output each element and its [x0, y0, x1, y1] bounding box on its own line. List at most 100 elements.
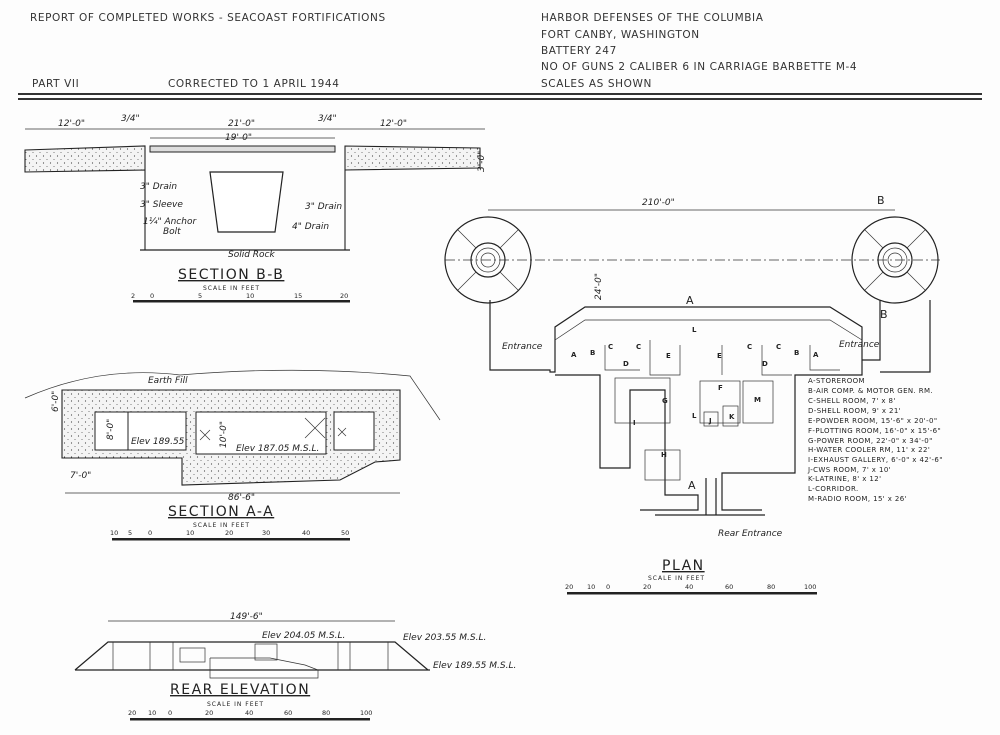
- scale-tick: 20: [225, 529, 233, 537]
- harbor-defenses: HARBOR DEFENSES OF THE COLUMBIA: [541, 12, 764, 24]
- room-label: C: [747, 343, 752, 351]
- section-mark-b-top: B: [877, 194, 885, 207]
- elev-203-55: Elev 203.55 M.S.L.: [403, 633, 486, 643]
- scale-tick: 20: [643, 583, 651, 591]
- room-label: C: [776, 343, 781, 351]
- rear-elevation-title: REAR ELEVATION: [170, 682, 310, 698]
- scale-tick: 5: [128, 529, 132, 537]
- room-label: E: [717, 352, 722, 360]
- part-number: PART VII: [32, 78, 80, 90]
- section-mark-a-bottom: A: [688, 479, 696, 492]
- corrected-date: CORRECTED TO 1 APRIL 1944: [168, 78, 340, 90]
- scale-tick: 10: [110, 529, 118, 537]
- scale-tick: 40: [302, 529, 310, 537]
- legend-item: K-LATRINE, 8' x 12': [808, 475, 881, 483]
- room-label: C: [608, 343, 613, 351]
- plan-scale-bar: 20 10 0 20 40 60 80 100: [565, 583, 817, 595]
- rear-elevation-scale-label: SCALE IN FEET: [207, 701, 264, 708]
- note-bolt: Bolt: [163, 227, 181, 237]
- scale-tick: 0: [606, 583, 610, 591]
- room-label: D: [623, 360, 629, 368]
- dim-3-4-left: 3/4": [121, 114, 140, 124]
- dim-21ft: 21'-0": [228, 119, 255, 129]
- plan-scale-label: SCALE IN FEET: [648, 575, 705, 582]
- note-earth-fill: Earth Fill: [148, 376, 188, 386]
- legend-item: D-SHELL ROOM, 9' x 21': [808, 407, 901, 415]
- note-solid-rock: Solid Rock: [228, 250, 276, 260]
- room-label: D: [762, 360, 768, 368]
- room-label: E: [666, 352, 671, 360]
- dim-19ft: 19'-0": [225, 133, 252, 143]
- legend-item: F-PLOTTING ROOM, 16'-0" x 15'-6": [808, 427, 941, 435]
- room-label: C: [636, 343, 641, 351]
- legend-item: H-WATER COOLER RM, 11' x 22': [808, 446, 930, 454]
- dim-6ft: 6'-0": [51, 391, 61, 412]
- rear-elevation-scale-bar: 20 10 0 20 40 60 80 100: [128, 709, 372, 721]
- room-label: A: [813, 351, 819, 359]
- section-bb-scale-label: SCALE IN FEET: [203, 285, 260, 292]
- note-anchor: 1¼" Anchor: [143, 217, 197, 227]
- room-label: A: [571, 351, 577, 359]
- section-bb: 12'-0" 3/4" 21'-0" 19'-0" 3/4" 12'-0" 3'…: [24, 114, 487, 303]
- scale-tick: 10: [148, 709, 156, 717]
- dim-3ft: 3'-0": [477, 151, 487, 172]
- legend-item: B-AIR COMP. & MOTOR GEN. RM.: [808, 387, 933, 395]
- room-label: G: [662, 397, 668, 405]
- plan: 210'-0" 24'-0" B B A A Entrance Entrance…: [444, 194, 940, 595]
- note-drain: 3" Drain: [140, 182, 177, 192]
- gun-emplacement-left: [444, 216, 532, 304]
- dim-7ft: 7'-0": [70, 471, 91, 481]
- elev-189-55: Elev 189.55 M.S.L.: [433, 661, 516, 671]
- legend-item: I-EXHAUST GALLERY, 6'-0" x 42'-6": [808, 456, 943, 464]
- legend-item: G-POWER ROOM, 22'-0" x 34'-0": [808, 437, 933, 445]
- scale-tick: 60: [284, 709, 292, 717]
- room-label: M: [754, 396, 761, 404]
- room-label: J: [708, 417, 712, 425]
- scale-tick: 5: [198, 292, 202, 300]
- label-entrance-left: Entrance: [502, 342, 543, 352]
- elev-189-55: Elev 189.55: [131, 437, 185, 447]
- room-label: L: [692, 412, 697, 420]
- gun-emplacement-right: [851, 216, 939, 304]
- scale-tick: 80: [767, 583, 775, 591]
- section-aa-scale-label: SCALE IN FEET: [193, 522, 250, 529]
- room-label: H: [661, 451, 667, 459]
- header-rule-top: [18, 93, 982, 95]
- dim-12ft-right: 12'-0": [380, 119, 407, 129]
- battery-number: BATTERY 247: [541, 45, 617, 57]
- scale-tick: 100: [360, 709, 372, 717]
- room-label: B: [590, 349, 595, 357]
- scale-tick: 0: [148, 529, 152, 537]
- scale-tick: 30: [262, 529, 270, 537]
- scale-tick: 0: [168, 709, 172, 717]
- dim-24ft: 24'-0": [594, 273, 604, 300]
- dim-86ft: 86'-6": [228, 493, 255, 503]
- label-entrance-right: Entrance: [839, 340, 880, 350]
- dim-3-4-right: 3/4": [318, 114, 337, 124]
- room-label: B: [794, 349, 799, 357]
- scale-tick: 40: [245, 709, 253, 717]
- scale-tick: 40: [685, 583, 693, 591]
- scale-tick: 10: [587, 583, 595, 591]
- section-bb-title: SECTION B-B: [178, 267, 284, 283]
- scale-tick: 10: [246, 292, 254, 300]
- room-label: F: [718, 384, 723, 392]
- report-title: REPORT OF COMPLETED WORKS - SEACOAST FOR…: [30, 12, 386, 24]
- room-labels: A B C C D E L E C C D B A F G M L J K I: [571, 326, 819, 459]
- room-label: K: [729, 413, 735, 421]
- note-sleeve: 3" Sleeve: [140, 200, 183, 210]
- scale-tick: 50: [341, 529, 349, 537]
- elev-187-05: Elev 187.05 M.S.L.: [236, 444, 319, 454]
- legend-item: E-POWDER ROOM, 15'-6" x 20'-0": [808, 417, 938, 425]
- room-label: I: [633, 419, 636, 427]
- scale-tick: 10: [186, 529, 194, 537]
- legend-item: C-SHELL ROOM, 7' x 8': [808, 397, 896, 405]
- scale-tick: 100: [804, 583, 816, 591]
- scale-tick: 60: [725, 583, 733, 591]
- dim-12ft-left: 12'-0": [58, 119, 85, 129]
- scale-tick: 0: [150, 292, 154, 300]
- scale-tick: 2: [131, 292, 135, 300]
- dim-210ft: 210'-0": [642, 198, 675, 208]
